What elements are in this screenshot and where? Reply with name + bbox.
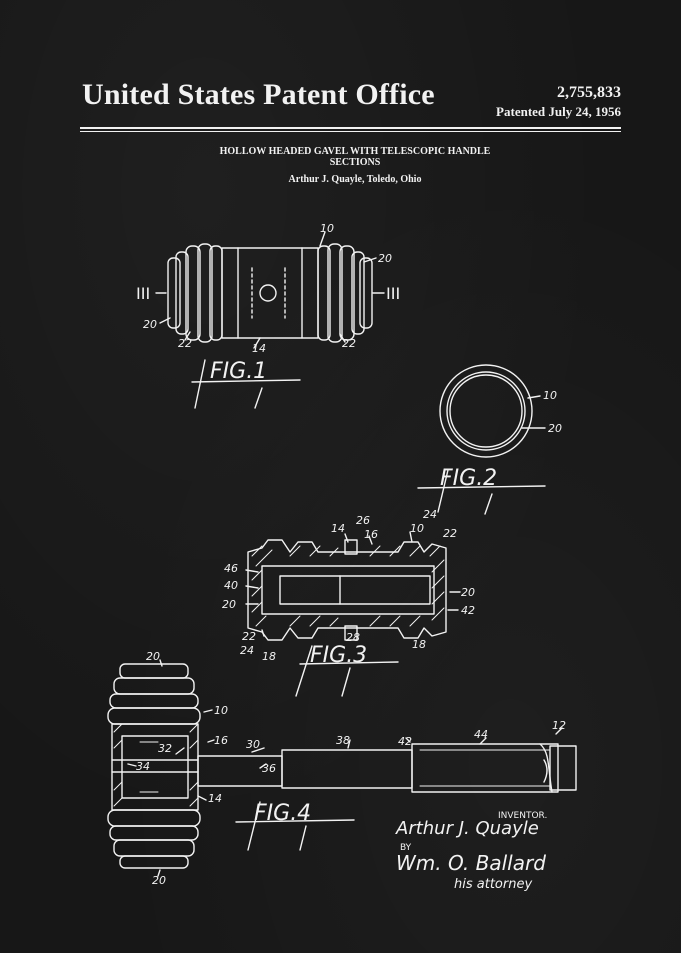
fig3-ref-18-right: 18 bbox=[412, 638, 426, 651]
patent-inventor-line: Arthur J. Quayle, Toledo, Ohio bbox=[288, 174, 422, 185]
fig3-ref-42: 42 bbox=[461, 604, 475, 617]
fig4-ref-32: 32 bbox=[158, 742, 172, 755]
fig4-ref-34: 34 bbox=[136, 760, 150, 773]
fig1-label: FIG.1 bbox=[210, 359, 267, 384]
inventor-label: INVENTOR. bbox=[498, 811, 547, 821]
fig3-ref-16: 16 bbox=[364, 528, 378, 541]
fig3-ref-14: 14 bbox=[331, 522, 345, 535]
fig3-ref-22-top: 22 bbox=[443, 527, 457, 540]
fig2-label: FIG.2 bbox=[440, 466, 497, 491]
patent-date: Patented July 24, 1956 bbox=[496, 104, 621, 119]
fig4-ref-30: 30 bbox=[246, 738, 260, 751]
fig1-ref-22-left: 22 bbox=[178, 337, 192, 350]
patent-number: 2,755,833 bbox=[557, 84, 621, 101]
fig3-ref-20-left: 20 bbox=[222, 598, 236, 611]
figure-1 bbox=[155, 231, 385, 409]
fig1-ref-20-left: 20 bbox=[143, 318, 157, 331]
fig3-ref-28: 28 bbox=[346, 631, 360, 644]
patent-title: HOLLOW HEADED GAVEL WITH TELESCOPIC HAND… bbox=[219, 146, 491, 168]
fig3-ref-40: 40 bbox=[224, 579, 238, 592]
fig4-ref-12: 12 bbox=[552, 719, 566, 732]
fig3-label: FIG.3 bbox=[310, 643, 367, 668]
fig4-label: FIG.4 bbox=[254, 801, 311, 826]
header-rule bbox=[80, 127, 621, 129]
fig4-ref-16: 16 bbox=[214, 734, 228, 747]
inventor-name: Arthur J. Quayle bbox=[395, 818, 539, 839]
figure-2 bbox=[417, 364, 546, 515]
fig3-ref-26: 26 bbox=[356, 514, 370, 527]
attorney-name: Wm. O. Ballard bbox=[396, 851, 546, 875]
fig1-ref-10: 10 bbox=[320, 222, 334, 235]
fig4-ref-20-top: 20 bbox=[146, 650, 160, 663]
figure-4 bbox=[107, 659, 577, 877]
figure-3 bbox=[245, 531, 461, 697]
fig3-ref-22-bottom: 22 bbox=[242, 630, 256, 643]
fig4-ref-44: 44 bbox=[474, 728, 488, 741]
fig4-ref-20-bottom: 20 bbox=[152, 874, 166, 887]
fig3-ref-10: 10 bbox=[410, 522, 424, 535]
fig1-ref-14: 14 bbox=[252, 342, 266, 355]
fig3-ref-18-left: 18 bbox=[262, 650, 276, 663]
attorney-label: his attorney bbox=[454, 877, 532, 892]
section-mark-left: III bbox=[136, 284, 150, 303]
fig2-ref-20: 20 bbox=[548, 422, 562, 435]
fig3-ref-24-top: 24 bbox=[423, 508, 437, 521]
fig3-ref-24-bottom: 24 bbox=[240, 644, 254, 657]
fig2-ref-10: 10 bbox=[543, 389, 557, 402]
fig4-ref-36: 36 bbox=[262, 762, 276, 775]
section-mark-right: III bbox=[386, 284, 400, 303]
fig1-ref-22-right: 22 bbox=[342, 337, 356, 350]
by-label: BY bbox=[400, 843, 412, 853]
fig4-ref-38: 38 bbox=[336, 734, 350, 747]
header-rule-thin bbox=[80, 131, 621, 132]
fig3-ref-20-right: 20 bbox=[461, 586, 475, 599]
fig4-ref-42: 42 bbox=[398, 735, 412, 748]
fig3-ref-46: 46 bbox=[224, 562, 238, 575]
fig4-ref-14: 14 bbox=[208, 792, 222, 805]
office-title: United States Patent Office bbox=[82, 78, 435, 111]
fig4-ref-10: 10 bbox=[214, 704, 228, 717]
fig1-ref-20-right: 20 bbox=[378, 252, 392, 265]
